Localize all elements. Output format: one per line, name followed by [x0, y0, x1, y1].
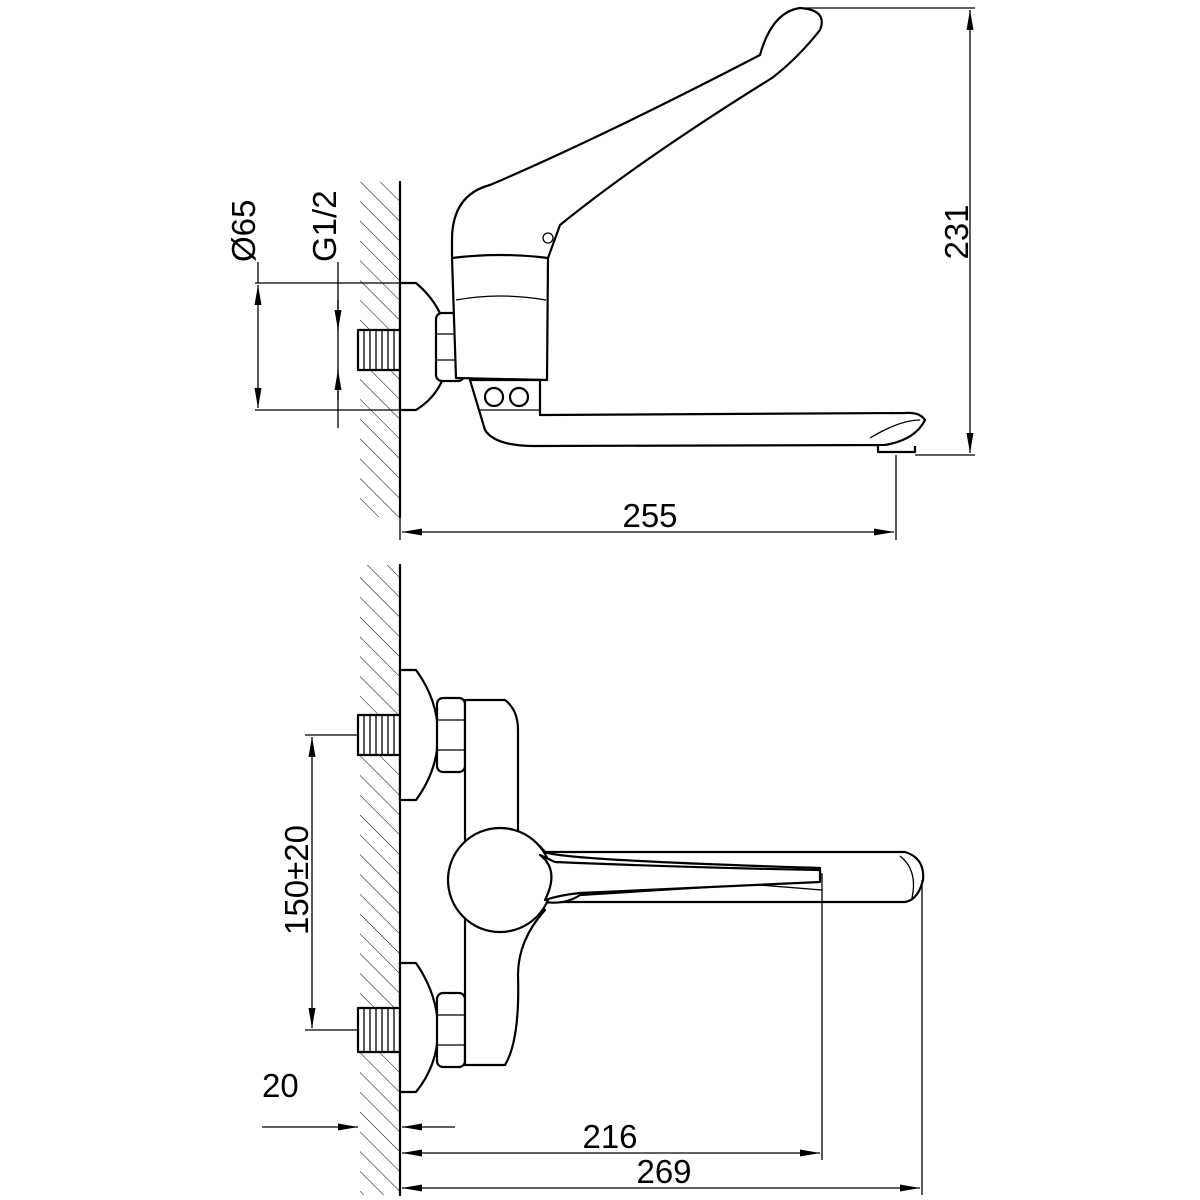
dim-diameter: Ø65: [225, 200, 400, 411]
dim-height-label: 231: [938, 204, 975, 259]
spout-side: [468, 378, 927, 454]
wall-section-bottom: [360, 563, 402, 1197]
dim-projection: 255: [399, 455, 897, 540]
dim-diameter-label: Ø65: [225, 200, 262, 262]
dim-spout-reach-label: 216: [582, 1118, 637, 1155]
dim-projection-label: 255: [622, 497, 677, 534]
dim-centers-label: 150±20: [278, 825, 315, 935]
front-view: 150±20 20 216 269: [262, 563, 925, 1197]
thread-pipe-top: [356, 328, 402, 372]
dim-total-reach-label: 269: [636, 1153, 691, 1190]
lever-handle-side: [450, 6, 823, 260]
dim-thread: G1/2: [306, 190, 343, 428]
dim-height: 231: [800, 7, 975, 456]
dim-spout-reach: 216: [402, 890, 823, 1160]
dim-wall-offset-label: 20: [262, 1067, 299, 1104]
lever-knob-front: [446, 826, 822, 934]
side-view: Ø65 G1/2 231 255: [225, 6, 975, 540]
dim-total-reach: 269: [402, 880, 923, 1195]
dim-thread-label: G1/2: [306, 190, 343, 262]
upper-inlet: [356, 668, 467, 802]
dim-centers: 150±20: [278, 734, 358, 1031]
mixer-body-side: [450, 252, 550, 382]
dim-wall-offset: 20: [262, 1067, 455, 1131]
lower-inlet: [356, 961, 467, 1094]
